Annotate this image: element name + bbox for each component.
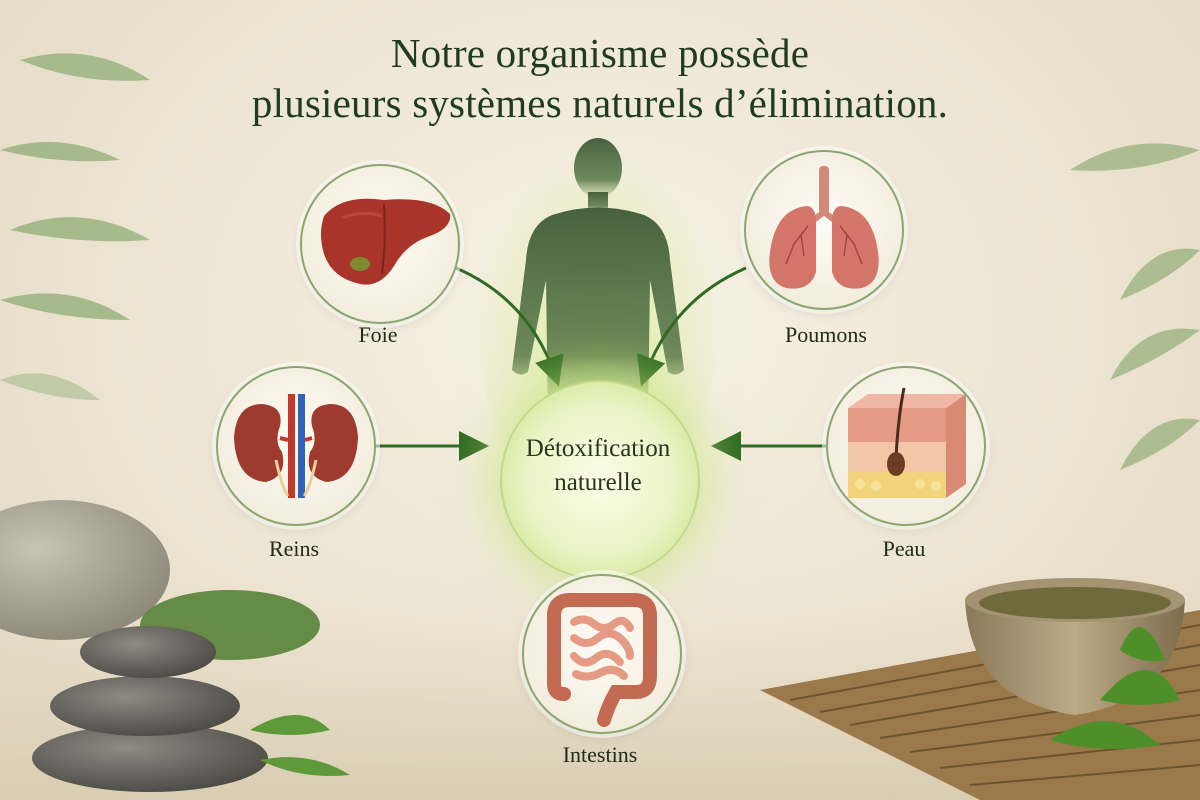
human-silhouette-icon: [512, 138, 684, 420]
bamboo-leaves-left: [0, 53, 150, 400]
center-circle: [500, 380, 700, 580]
kidneys-icon: [234, 394, 358, 498]
label-foie: Foie: [358, 322, 398, 347]
center-label-line-2: naturelle: [554, 469, 642, 496]
center-label: Détoxification naturelle: [500, 432, 696, 500]
title-line-1: Notre organisme possède: [390, 30, 810, 76]
lungs-icon: [769, 166, 879, 289]
intestines-node: [522, 574, 682, 734]
lungs-node: [744, 150, 904, 310]
liver-node: [300, 164, 460, 324]
intestines-icon: [547, 593, 657, 727]
skin-node: [826, 366, 986, 526]
arrow-poumons: [636, 266, 747, 387]
kidneys-node: [216, 366, 376, 526]
arrow-foie: [455, 266, 564, 387]
bamboo-leaves-right: [1070, 143, 1200, 470]
label-reins: Reins: [268, 536, 320, 561]
skin-icon: [848, 387, 966, 498]
liver-icon: [321, 198, 451, 285]
center-label-line-1: Détoxification: [525, 435, 671, 462]
label-peau: Peau: [882, 536, 926, 561]
page-title: Notre organisme possède plusieurs systèm…: [0, 28, 1200, 128]
title-line-2: plusieurs systèmes naturels d’éliminatio…: [251, 80, 949, 126]
label-intestins: Intestins: [562, 742, 638, 767]
label-poumons: Poumons: [785, 322, 867, 347]
